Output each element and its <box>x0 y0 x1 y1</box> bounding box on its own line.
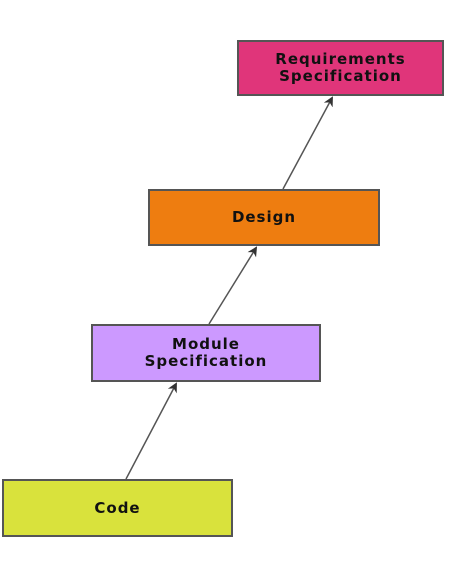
node-design: Design <box>148 189 380 246</box>
node-label-line: Requirements <box>275 50 406 68</box>
node-label-line: Module <box>172 335 240 353</box>
node-code: Code <box>2 479 233 537</box>
node-label-line: Design <box>231 208 297 226</box>
arrow-code-to-module <box>125 382 177 480</box>
node-label-line: Code <box>94 498 141 517</box>
node-module-specification: Module Specification <box>91 324 321 382</box>
arrow-module-to-design <box>208 246 258 325</box>
arrow-design-to-requirements <box>282 96 333 190</box>
node-label-line: Specification <box>279 67 402 85</box>
node-requirements-specification: Requirements Specification <box>237 40 444 96</box>
node-label-line: Specification <box>144 352 268 370</box>
